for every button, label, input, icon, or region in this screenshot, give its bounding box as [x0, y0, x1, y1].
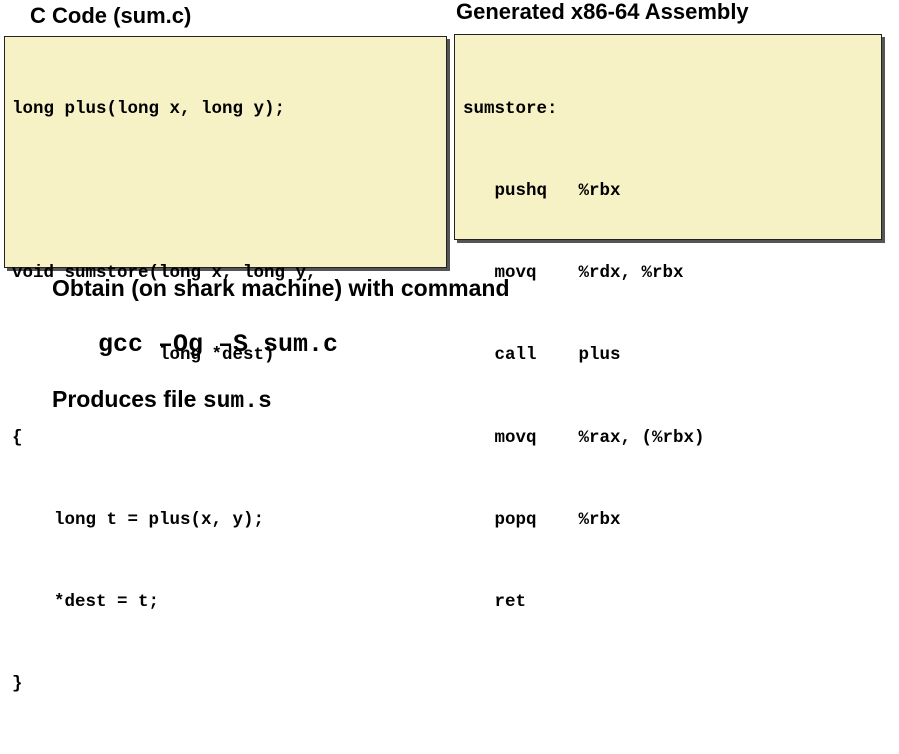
c-code-title: C Code (sum.c): [30, 3, 192, 28]
asm-line: movq %rdx, %rbx: [463, 263, 684, 284]
output-filename: sum.s: [202, 388, 272, 414]
assembly-title: Generated x86-64 Assembly: [456, 0, 749, 24]
code-line: long *dest): [12, 345, 275, 366]
code-line: [12, 178, 317, 205]
gcc-command: gcc –Og –S sum.c: [98, 330, 339, 359]
asm-line: ret: [463, 592, 527, 613]
assembly-listing: sumstore: pushq %rbx movq %rdx, %rbx cal…: [463, 41, 705, 671]
asm-line: call plus: [463, 345, 621, 366]
code-line: long t = plus(x, y);: [12, 509, 265, 530]
obtain-instruction: Obtain (on shark machine) with command: [52, 275, 510, 301]
code-line: void sumstore(long x, long y,: [12, 263, 317, 284]
code-line: *dest = t;: [12, 592, 160, 613]
asm-line: movq %rax, (%rbx): [463, 427, 705, 448]
code-line: }: [12, 674, 23, 695]
produces-text: Produces file: [52, 386, 203, 412]
code-line: {: [12, 427, 23, 448]
assembly-box: sumstore: pushq %rbx movq %rdx, %rbx cal…: [454, 34, 882, 612]
code-line: long plus(long x, long y);: [12, 98, 286, 119]
asm-line: pushq %rbx: [463, 181, 621, 202]
asm-line: popq %rbx: [463, 509, 621, 530]
asm-line: sumstore:: [463, 98, 558, 119]
c-code-box: long plus(long x, long y); void sumstore…: [4, 36, 447, 694]
produces-line: Produces file sum.s: [52, 386, 272, 414]
